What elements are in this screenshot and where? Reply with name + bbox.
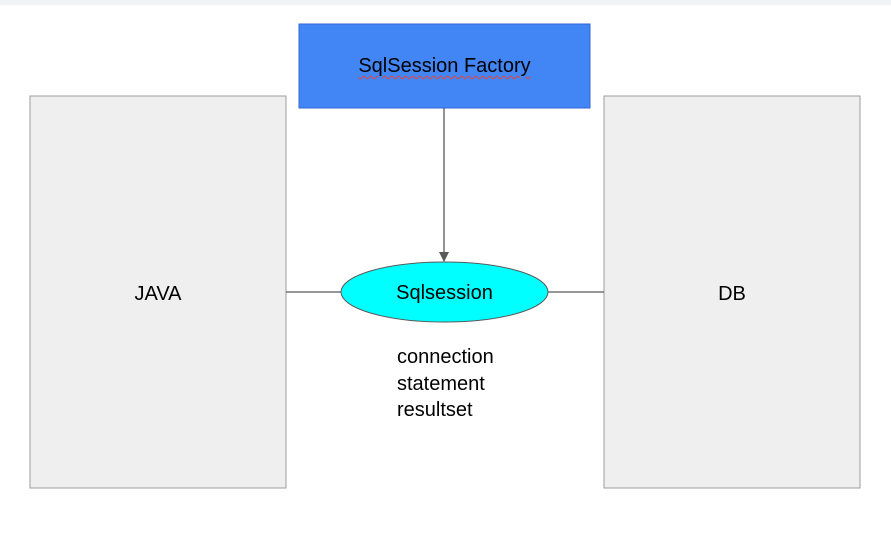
java-box bbox=[29, 95, 287, 489]
top-strip bbox=[0, 0, 891, 5]
java-label: JAVA bbox=[134, 283, 182, 305]
note-statement: statement bbox=[397, 372, 485, 395]
note-connection: connection bbox=[397, 346, 494, 368]
session-notes: connection statement resultset bbox=[397, 344, 494, 424]
db-box bbox=[603, 95, 861, 489]
factory-label-text: SqlSession Factory bbox=[358, 55, 531, 77]
factory-label: SqlSession Factory bbox=[299, 54, 590, 78]
note-resultset: resultset bbox=[397, 399, 473, 421]
session-ellipse bbox=[340, 261, 549, 323]
db-label: DB bbox=[718, 283, 746, 305]
factory-box bbox=[298, 23, 591, 109]
session-label: Sqlsession bbox=[396, 282, 493, 304]
